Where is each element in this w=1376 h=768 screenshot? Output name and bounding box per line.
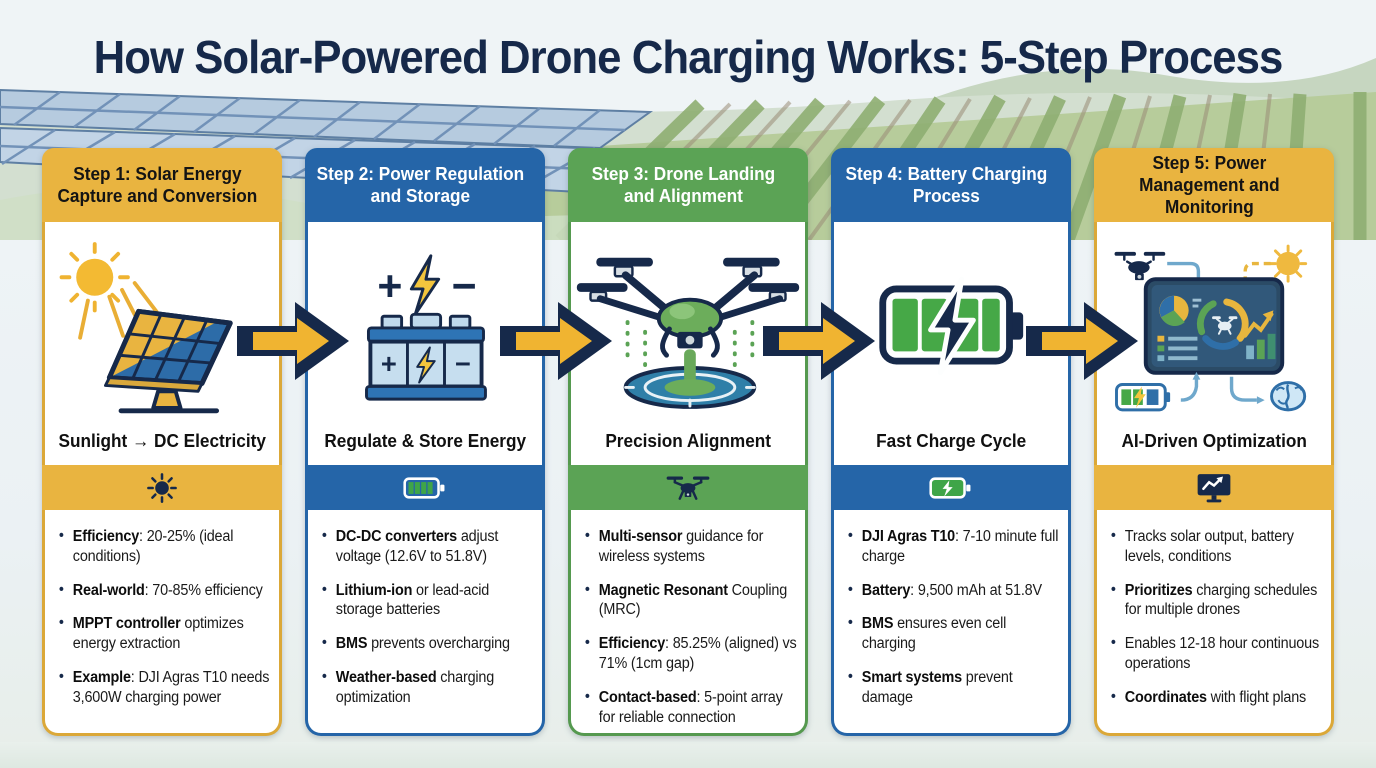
step-card-2: Step 2: Power Regulation and Storage + −… [305,148,545,736]
step-1-header: Step 1: Solar Energy Capture and Convers… [42,148,282,222]
drone-landing-pad-icon [571,222,805,430]
step-card-3: Step 3: Drone Landing and Alignment [568,148,808,736]
battery-bolt-icon [929,476,971,499]
bullet-item: BMS ensures even cell charging [846,613,1063,654]
step-3-header: Step 3: Drone Landing and Alignment [568,148,808,222]
bullet-item: Real-world: 70-85% efficiency [57,580,274,601]
step-5-details: Tracks solar output, battery levels, con… [1094,510,1334,736]
step-4-caption: Fast Charge Cycle [875,430,1027,451]
svg-text:+: + [377,263,402,311]
drone-icon [666,476,710,500]
bullet-item: Battery: 9,500 mAh at 51.8V [846,580,1063,601]
bullet-item: Weather-based charging optimization [320,667,537,708]
step-1-details: Efficiency: 20-25% (ideal conditions) Re… [42,510,282,736]
step-card-5: Step 5: Power Management and Monitoring [1094,148,1334,736]
step-1-caption: Sunlight → DC Electricity [58,430,266,451]
step-4-details: DJI Agras T10: 7-10 minute full charge B… [831,510,1071,736]
bullet-item: Magnetic Resonant Coupling (MRC) [583,580,800,621]
step-card-1: Step 1: Solar Energy Capture and Convers… [42,148,282,736]
bullet-item: Efficiency: 20-25% (ideal conditions) [57,526,274,567]
step-2-caption: Regulate & Store Energy [324,430,526,451]
svg-text:+: + [381,348,397,379]
solar-panel-sun-icon [45,222,279,430]
step-2-details: DC-DC converters adjust voltage (12.6V t… [305,510,545,736]
process-arrow-icon [1026,302,1138,380]
bullet-item: Prioritizes charging schedules for multi… [1109,580,1326,621]
step-4-header: Step 4: Battery Charging Process [831,148,1071,222]
bullet-item: MPPT controller optimizes energy extract… [57,613,274,654]
bullet-item: Contact-based: 5-point array for reliabl… [583,687,800,728]
step-2-header: Step 2: Power Regulation and Storage [305,148,545,222]
svg-text:−: − [455,348,471,379]
sun-icon [147,472,177,503]
bullet-item: DJI Agras T10: 7-10 minute full charge [846,526,1063,567]
bullet-item: Lithium-ion or lead-acid storage batteri… [320,580,537,621]
step-5-caption: AI-Driven Optimization [1121,430,1307,451]
bullet-item: DC-DC converters adjust voltage (12.6V t… [320,526,537,567]
bullet-item: Efficiency: 85.25% (aligned) vs 71% (1cm… [583,633,800,674]
process-arrow-icon [763,302,875,380]
charging-battery-icon [834,222,1068,430]
bullet-item: Tracks solar output, battery levels, con… [1109,526,1326,567]
bullet-item: Example: DJI Agras T10 needs 3,600W char… [57,667,274,708]
step-card-4: Step 4: Battery Charging Process Fast Ch… [831,148,1071,736]
monitor-chart-icon [1197,473,1231,502]
steps-row: Step 1: Solar Energy Capture and Convers… [42,148,1334,736]
process-arrow-icon [500,302,612,380]
battery-level-icon [403,476,445,499]
ai-dashboard-icon [1097,222,1331,430]
bullet-item: Enables 12-18 hour continuous operations [1109,633,1326,674]
step-5-header: Step 5: Power Management and Monitoring [1094,148,1334,222]
process-arrow-icon [237,302,349,380]
storage-battery-icon: + − + − [308,222,542,430]
step-3-caption: Precision Alignment [605,430,771,451]
bullet-item: Smart systems prevent damage [846,667,1063,708]
page-title: How Solar-Powered Drone Charging Works: … [93,31,1284,83]
bottom-strip [0,742,1376,768]
bullet-item: Coordinates with flight plans [1109,687,1326,708]
bullet-item: Multi-sensor guidance for wireless syste… [583,526,800,567]
bullet-item: BMS prevents overcharging [320,633,537,654]
step-3-details: Multi-sensor guidance for wireless syste… [568,510,808,736]
svg-text:−: − [451,263,476,311]
